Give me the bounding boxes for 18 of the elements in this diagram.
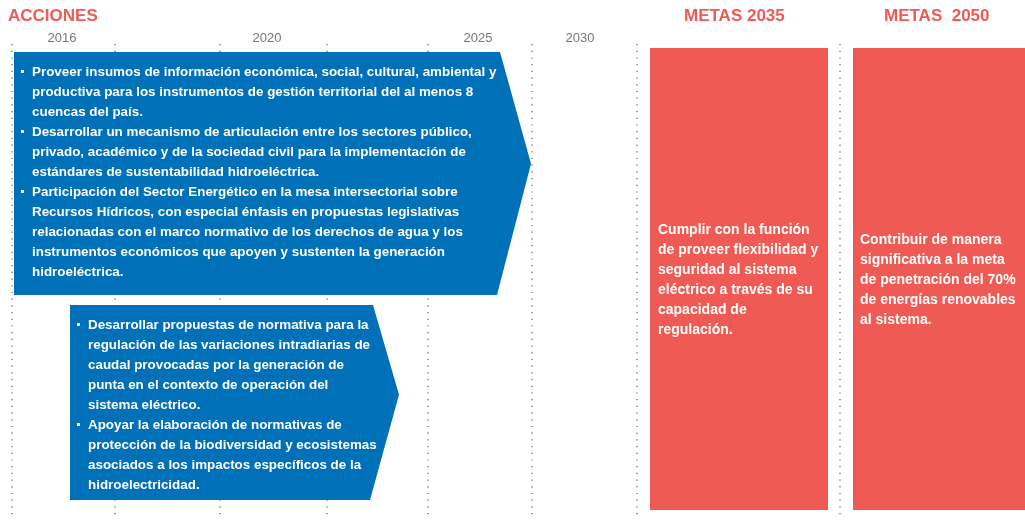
year-label: 2025 — [462, 30, 494, 45]
goal-text: Contribuir de manera significativa a la meta de penetración del 70% de energías renovables al sistema. — [860, 230, 1017, 329]
action-arrow — [14, 52, 531, 295]
section-heading: METAS 2050 — [884, 6, 990, 26]
bullet-text: Participación del Sector Energético en la mesa intersectorial sobre Recursos Hídricos, con especial énfasis en propuestas legislativas relacionadas con el marco normativo de los derechos de agua y los instrumentos económicos que apoyen y sustenten la generación hidroeléctrica. — [32, 184, 463, 279]
goal-box — [853, 48, 1025, 510]
action-arrow — [70, 305, 399, 500]
year-label: 2030 — [564, 30, 596, 45]
section-heading: METAS 2035 — [684, 6, 785, 26]
goal-box — [650, 48, 828, 510]
year-label: 2016 — [46, 30, 78, 45]
bullet-text: Desarrollar un mecanismo de articulación entre los sectores público, privado, académico y de la sociedad civil para la implementación de estándares de sustentabilidad hidroeléctrica. — [32, 124, 472, 179]
bullet-text: Desarrollar propuestas de normativa para la regulación de las variaciones intradiarias de caudal provocadas por la generación de punta en el contexto de operación del sistema eléctrico. — [88, 317, 371, 412]
goal-text: Cumplir con la función de proveer flexibilidad y seguridad al sistema eléctrico a través de su capacidad de regulación. — [658, 220, 820, 339]
section-heading: ACCIONES — [8, 6, 98, 26]
year-label: 2020 — [251, 30, 283, 45]
bullet-text: Proveer insumos de información económica, social, cultural, ambiental y productiva para los instrumentos de gestión territorial del al menos 8 cuencas del país. — [32, 64, 497, 119]
bullet-text: Apoyar la elaboración de normativas de protección de la biodiversidad y ecosistemas asociados a los impactos específicos de la hidroelectricidad. — [88, 417, 377, 492]
